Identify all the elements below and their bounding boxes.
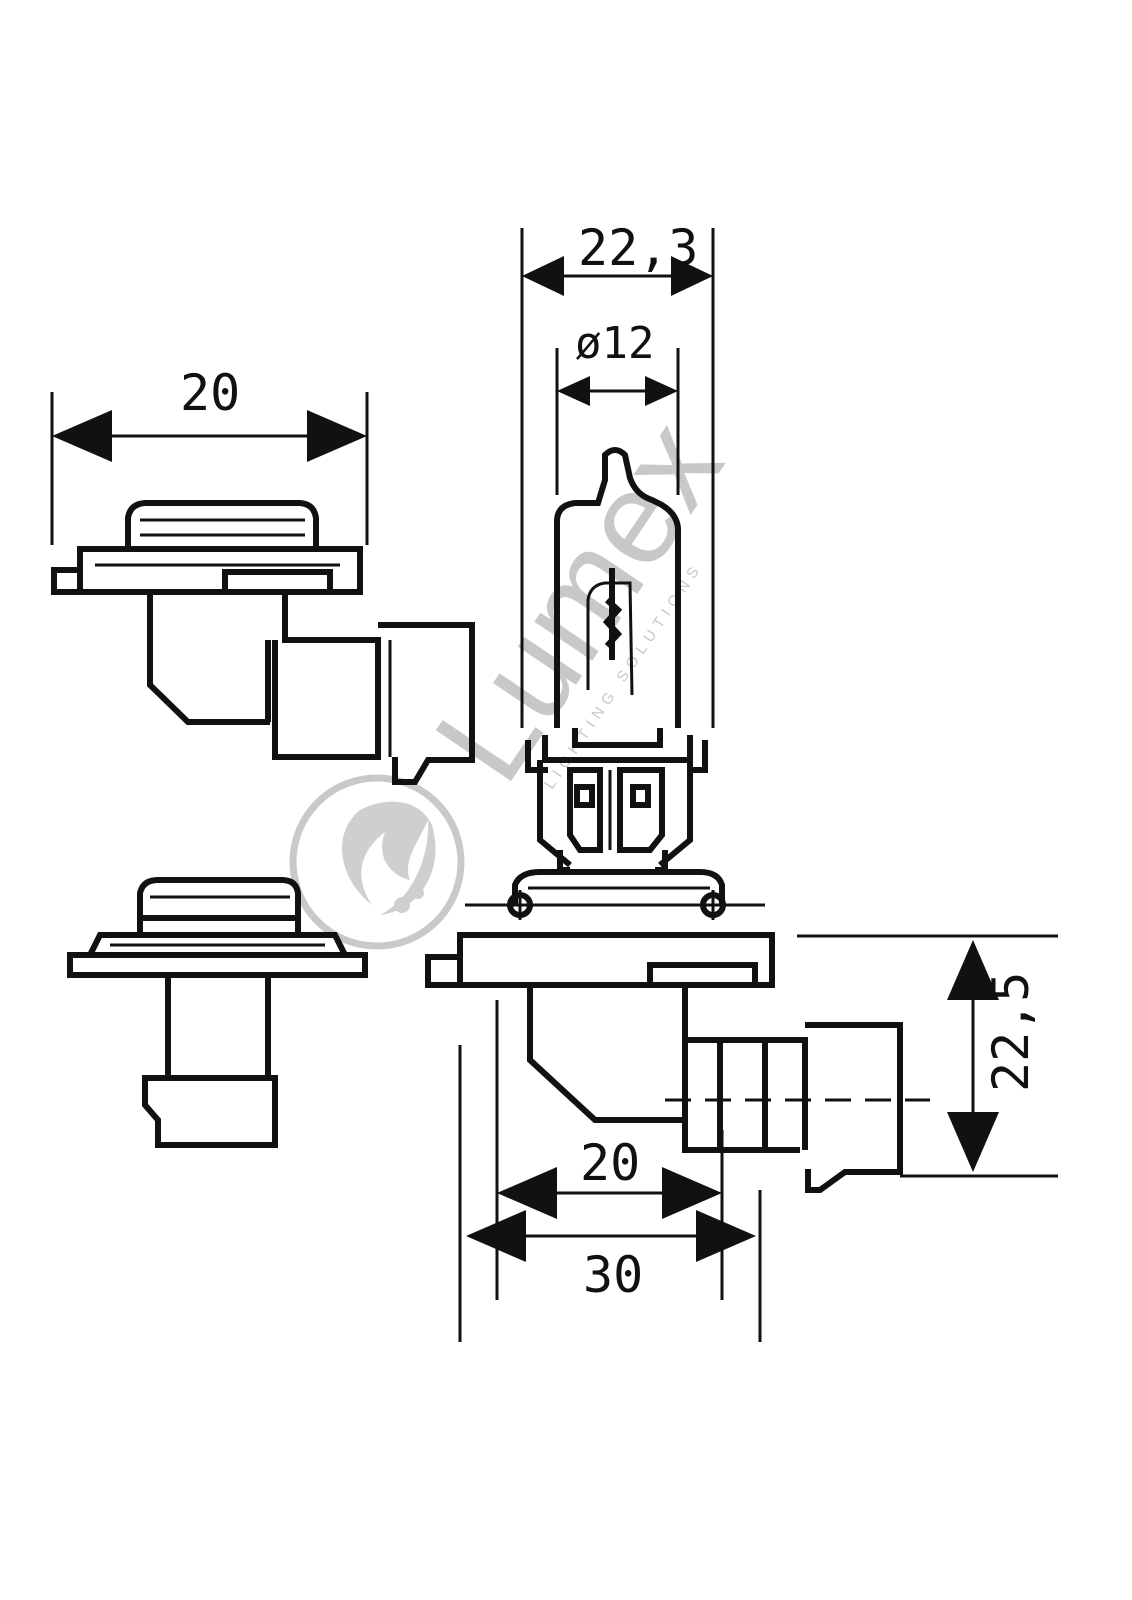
dimension-label-left-width: 20 [180, 364, 240, 422]
dimension-connector-height: 22,5 [797, 934, 1058, 1178]
dimension-diameter: ø12 [555, 318, 680, 495]
main-lamp-view [425, 447, 930, 1193]
watermark-logo-ring [289, 774, 465, 950]
dimension-base-inner: 20 [495, 1000, 724, 1300]
side-view-top-left [51, 500, 475, 785]
flame-logo-icon [342, 801, 436, 915]
dimension-base-outer: 30 [458, 1045, 762, 1342]
dimension-top-width: 22,3 [520, 219, 715, 728]
dimension-left-width: 20 [50, 364, 369, 545]
dimension-label-diameter: ø12 [575, 318, 654, 369]
glass-envelope [554, 447, 681, 728]
dimension-label-base-inner: 20 [580, 1134, 640, 1192]
front-view-bottom-left [67, 877, 368, 1148]
filament [586, 581, 634, 696]
dimension-label-base-outer: 30 [583, 1246, 643, 1304]
dimension-label-top-width: 22,3 [578, 219, 698, 277]
dimension-label-connector-height: 22,5 [982, 972, 1040, 1092]
